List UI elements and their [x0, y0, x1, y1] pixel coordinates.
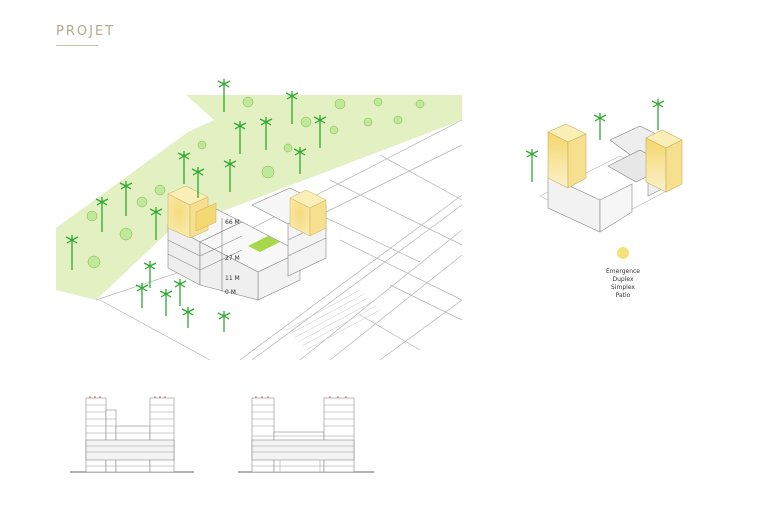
- small-axonometric: [525, 99, 683, 233]
- main-axonometric: 66 M 27 M 11 M 0 M: [56, 79, 463, 361]
- legend-item: Duplex: [612, 276, 633, 283]
- height-label: 0 M: [225, 289, 236, 296]
- round-trees: [86, 96, 425, 269]
- height-label: 27 M: [225, 255, 240, 262]
- road-hatch: [285, 289, 381, 351]
- legend: Emergence Duplex Simplex Patio: [606, 247, 640, 299]
- page-title: PROJET: [56, 24, 116, 39]
- height-label: 66 M: [225, 219, 240, 226]
- elevation-left: [70, 396, 194, 473]
- legend-item: Simplex: [611, 284, 635, 291]
- street-lines: [95, 119, 463, 361]
- height-label: 11 M: [225, 275, 240, 282]
- green-zone: [56, 95, 462, 300]
- palm-trees-small: [525, 99, 665, 182]
- palm-trees: [65, 79, 327, 332]
- height-labels: 66 M 27 M 11 M 0 M: [221, 218, 240, 296]
- legend-item: Patio: [616, 292, 631, 299]
- elevation-right: [238, 396, 374, 473]
- emergence-right: [289, 189, 327, 237]
- emergence-left: [167, 185, 217, 239]
- legend-item: Emergence: [606, 268, 640, 275]
- title-underline: [56, 45, 98, 46]
- legend-swatch: [617, 247, 629, 259]
